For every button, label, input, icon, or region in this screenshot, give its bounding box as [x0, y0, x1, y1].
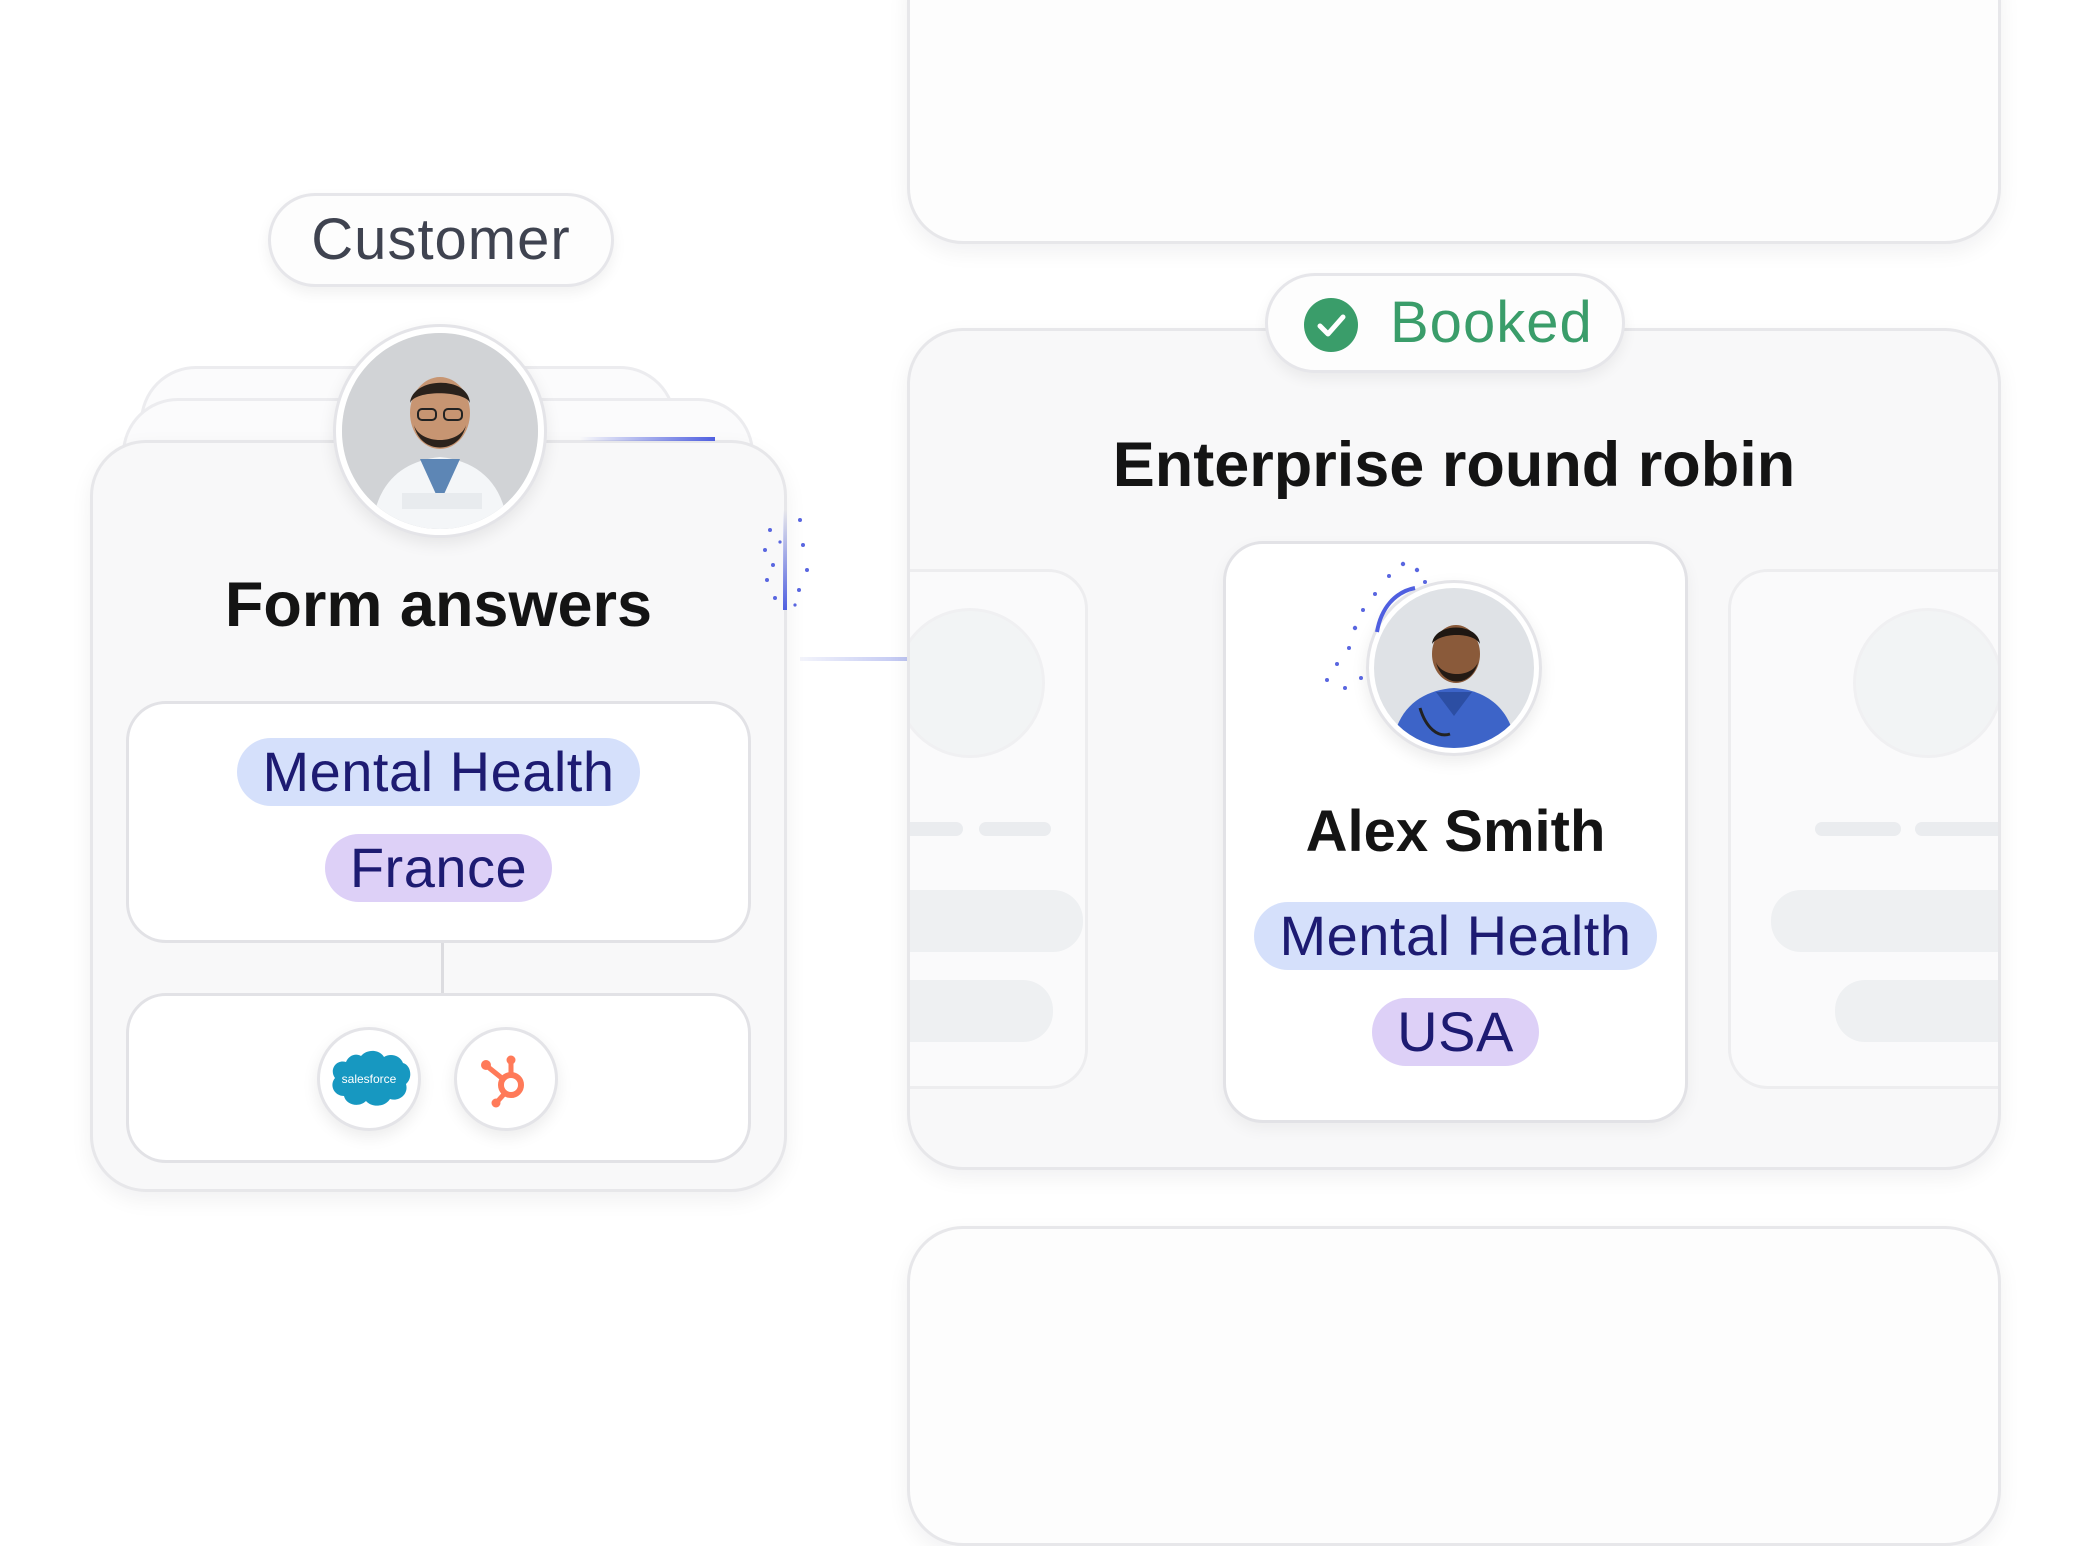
ghost-card-bottom — [907, 1226, 2001, 1546]
customer-tag-label: Customer — [311, 207, 571, 272]
assignee-avatar[interactable] — [1366, 580, 1542, 756]
form-answers-title: Form answers — [224, 570, 653, 640]
connector-sparkle-left — [763, 518, 809, 607]
status-tag-label: Booked — [1390, 290, 1593, 355]
form-answers-card[interactable]: Form answers Mental Health France salesf… — [90, 440, 787, 1192]
answer-pill-country: France — [324, 834, 553, 902]
customer-tag: Customer — [268, 193, 614, 287]
hubspot-icon[interactable] — [454, 1027, 558, 1131]
customer-avatar[interactable] — [333, 324, 547, 538]
check-circle-icon — [1304, 298, 1358, 352]
connector-vertical — [783, 510, 787, 610]
integrations-box: salesforce — [126, 993, 751, 1163]
round-robin-title: Enterprise round robin — [1112, 430, 1796, 500]
answer-pill-mental-health: Mental Health — [237, 738, 640, 806]
answers-box: Mental Health France — [126, 701, 751, 943]
salesforce-icon[interactable]: salesforce — [317, 1027, 421, 1131]
assignee-tag-country: USA — [1372, 998, 1539, 1066]
assignee-tag-mental-health: Mental Health — [1254, 902, 1657, 970]
assignee-sparkle — [1325, 561, 1427, 690]
status-tag-booked: Booked — [1265, 273, 1625, 373]
box-connector — [441, 943, 444, 993]
assignee-name: Alex Smith — [1305, 799, 1606, 864]
member-card-faded-left — [910, 569, 1088, 1089]
salesforce-logo-text: salesforce — [342, 1072, 397, 1086]
member-card-faded-right — [1728, 569, 1998, 1089]
ghost-card-top — [907, 0, 2001, 244]
connector-top — [580, 437, 715, 441]
